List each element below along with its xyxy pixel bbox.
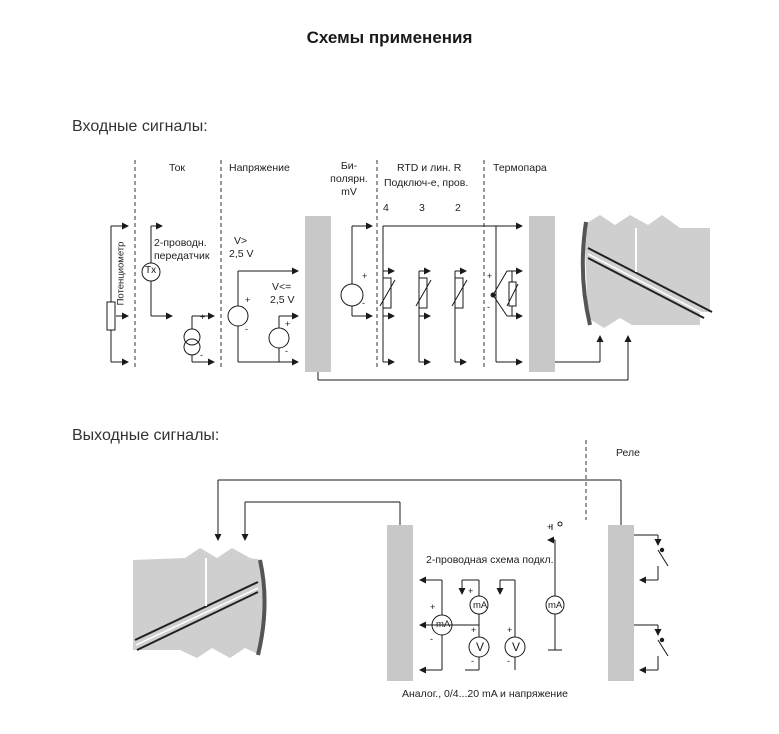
wire-count-3: 3 [419, 202, 425, 214]
wire-count-2: 2 [455, 202, 461, 214]
relay-dots [659, 547, 665, 643]
svg-text:+: + [487, 271, 492, 281]
input-section-title: Входные сигналы: [72, 118, 208, 135]
v-gt-label-2: 2,5 V [229, 248, 254, 260]
two-wire-label: 2-проводная схема подкл. [426, 554, 554, 566]
output-terminal-block-left [387, 525, 413, 681]
svg-text:+: + [245, 295, 250, 305]
polarity-marks: + - + - + - + - + - [200, 271, 492, 360]
output-wiring [214, 479, 669, 674]
svg-text:+: + [468, 586, 473, 596]
svg-text:-: - [200, 350, 203, 360]
output-section-title: Выходные сигналы: [72, 427, 220, 444]
svg-text:+: + [285, 319, 290, 329]
v-le-label-2: 2,5 V [270, 294, 295, 306]
meter-ma-3-label: mA [548, 600, 563, 611]
transmitter-circle [141, 262, 161, 282]
device-input [580, 215, 713, 328]
svg-text:-: - [362, 298, 365, 308]
column-bipolar: Би- полярн. mV [330, 160, 368, 198]
v-gt-label-1: V> [234, 235, 248, 247]
transmitter-label-1: 2-проводн. [154, 237, 207, 249]
column-rtd-line1: RTD и лин. R [397, 162, 462, 174]
svg-text:-: - [487, 302, 490, 312]
v-le-label-1: V<= [272, 281, 292, 293]
column-rtd-line2: Подключ-е, пров. [384, 177, 469, 189]
svg-text:+: + [430, 602, 435, 612]
column-current: Ток [169, 162, 186, 174]
analog-label: Аналог., 0/4...20 mA и напряжение [402, 688, 568, 700]
meter-v-2-label: V [512, 640, 521, 654]
column-thermocouple: Термопара [493, 162, 547, 174]
svg-text:-: - [430, 634, 433, 644]
svg-text:-: - [285, 346, 288, 356]
svg-text:-: - [507, 656, 510, 666]
column-voltage: Напряжение [229, 162, 290, 174]
output-terminal-block-right [608, 525, 634, 681]
svg-text:+: + [200, 312, 205, 322]
input-wiring [106, 222, 632, 381]
page-title: Схемы применения [306, 28, 473, 47]
svg-text:-: - [471, 656, 474, 666]
input-terminal-block-left [305, 216, 331, 372]
output-polarity-marks: + - + + - + - + [430, 522, 552, 666]
wire-count-4: 4 [383, 202, 389, 214]
svg-text:+: + [471, 625, 476, 635]
svg-text:-: - [245, 324, 248, 334]
input-separators [134, 160, 587, 520]
transmitter-label-2: передатчик [154, 250, 210, 262]
meter-v-1-label: V [476, 640, 485, 654]
relay-label: Реле [616, 447, 640, 459]
thermocouple-junction [490, 292, 496, 298]
svg-text:+: + [507, 625, 512, 635]
transmitter-symbol: Tx [145, 265, 157, 276]
svg-text:+: + [362, 271, 367, 281]
device-output [133, 548, 267, 658]
svg-text:+: + [547, 522, 552, 532]
input-terminal-block-right [529, 216, 555, 372]
potentiometer-symbol [106, 301, 116, 331]
meter-ma-2-label: mA [473, 600, 488, 611]
